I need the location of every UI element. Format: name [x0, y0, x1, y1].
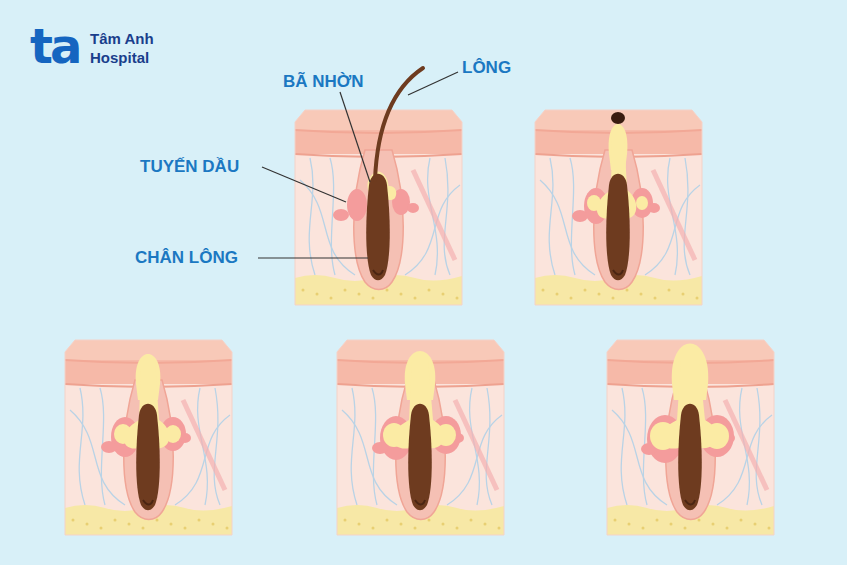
logo-mark: ta: [30, 22, 79, 70]
leader-line: [408, 72, 458, 95]
part-label: TUYẾN DẦU: [140, 158, 239, 175]
part-label: BÃ NHỜN: [283, 73, 364, 90]
leader-line: [258, 257, 368, 258]
logo-text: Hospital: [90, 50, 149, 65]
skin-panel: [65, 340, 232, 535]
leader-line: [262, 167, 346, 202]
skin-panel: [295, 68, 462, 305]
leader-line: [340, 92, 370, 182]
skin-panel: [535, 110, 702, 305]
part-label: CHÂN LÔNG: [135, 249, 238, 266]
skin-panel: [607, 340, 774, 535]
part-label: LÔNG: [462, 59, 511, 76]
logo-text: Tâm Anh: [90, 31, 154, 46]
skin-panel: [337, 340, 504, 535]
